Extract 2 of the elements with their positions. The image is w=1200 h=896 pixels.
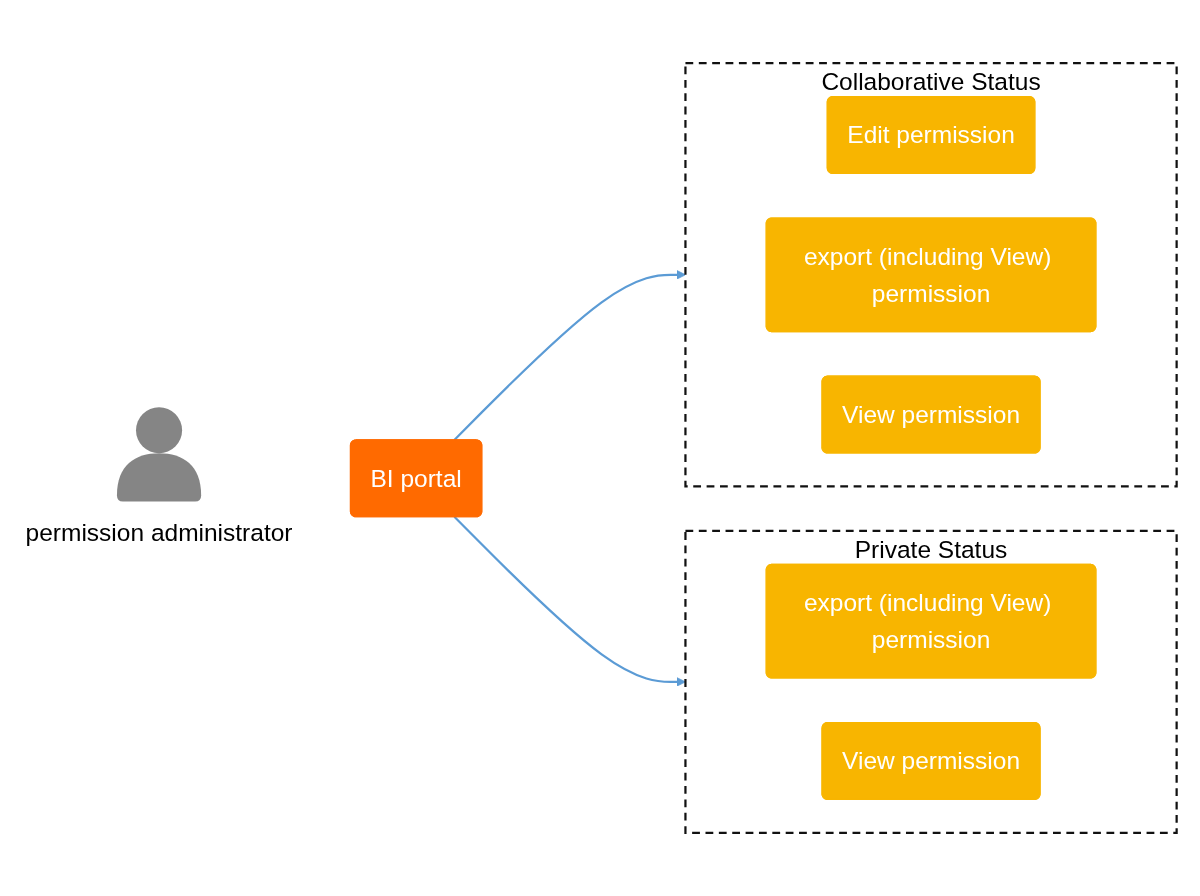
arrow [453, 516, 686, 687]
arrow [453, 269, 686, 441]
